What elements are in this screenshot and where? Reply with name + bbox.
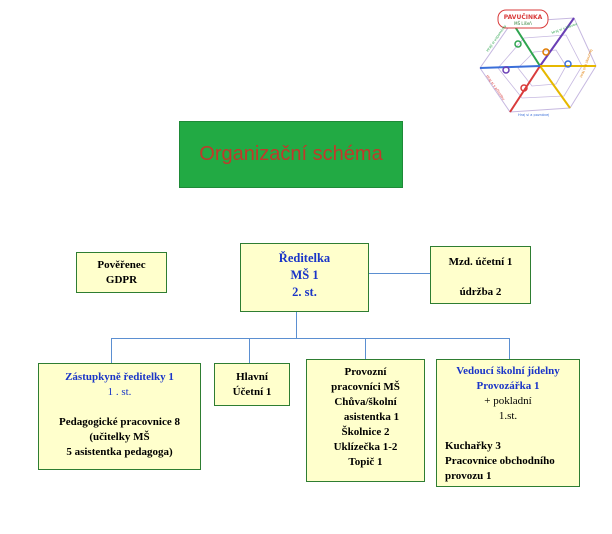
- connector-director-down: [296, 312, 297, 338]
- payroll-line-2: [431, 270, 530, 285]
- box-director: Ředitelka MŠ 1 2. st.: [240, 243, 369, 312]
- operations-line-1: Provozní: [344, 366, 387, 378]
- canteen-title: Vedoucí školní jídelny: [456, 365, 560, 377]
- logo-subtitle: MŠ Líšeň: [514, 21, 532, 26]
- canteen-subtitle: Provozářka 1: [476, 380, 540, 392]
- payroll-line-3: údržba 2: [459, 286, 502, 298]
- director-title: Ředitelka: [278, 251, 331, 265]
- box-accountant: Hlavní Účetní 1: [214, 363, 290, 406]
- connector-to-deputy: [111, 338, 112, 363]
- operations-line-2: pracovníci MŠ: [331, 381, 400, 393]
- canteen-line-1: + pokladní: [484, 395, 532, 407]
- connector-horizontal-bus: [111, 338, 509, 339]
- operations-line-3: Chůva/školní: [334, 396, 397, 408]
- canteen-staff-1: Kuchařky 3: [445, 440, 501, 452]
- box-payroll: Mzd. účetní 1 údržba 2: [430, 246, 531, 304]
- deputy-spacer: [39, 400, 200, 415]
- operations-line-7: Topič 1: [348, 456, 383, 468]
- box-deputy: Zástupkyně ředitelky 1 1 . st. Pedagogic…: [38, 363, 201, 470]
- box-operations: Provozní pracovníci MŠ Chůva/školní asis…: [306, 359, 425, 482]
- operations-line-6: Uklízečka 1-2: [333, 441, 398, 453]
- logo-label-1: Hrají si vzpomínky: [486, 24, 508, 53]
- deputy-line-3: 5 asistentka pedagoga): [66, 446, 173, 458]
- deputy-title: Zástupkyně ředitelky 1: [65, 371, 174, 383]
- operations-line-4: asistentka 1: [343, 411, 400, 423]
- director-line-3: 2. st.: [292, 285, 317, 299]
- canteen-staff-3: provozu 1: [445, 470, 492, 482]
- operations-line-5: Školnice 2: [341, 426, 390, 438]
- connector-to-canteen: [509, 338, 510, 359]
- accountant-line-1: Hlavní: [236, 371, 268, 383]
- logo-title: PAVUČINKA: [504, 14, 543, 21]
- gdpr-line-1: Pověřenec: [97, 259, 146, 271]
- connector-to-accountant: [249, 338, 250, 363]
- box-gdpr: Pověřenec GDPR: [76, 252, 167, 293]
- logo-label-4: Hraj si s přírodou: [485, 74, 505, 101]
- gdpr-line-2: GDPR: [105, 274, 138, 286]
- box-canteen: Vedoucí školní jídelny Provozářka 1 + po…: [436, 359, 580, 487]
- deputy-grade: 1 . st.: [107, 386, 132, 398]
- director-line-2: MŠ 1: [290, 268, 319, 282]
- pavucinka-logo: PAVUČINKA MŠ Líšeň Hrají si vzpomínky Hr…: [479, 9, 597, 117]
- canteen-spacer: [437, 424, 579, 439]
- deputy-line-2: (učitelky MŠ: [89, 431, 150, 443]
- chart-title: Organizační schéma: [179, 121, 403, 188]
- logo-label-5: Hraj si a poznávej: [518, 113, 549, 117]
- canteen-line-2: 1.st.: [498, 410, 518, 422]
- canteen-staff-2: Pracovnice obchodního: [445, 455, 555, 467]
- connector-director-payroll: [369, 273, 430, 274]
- deputy-line-1: Pedagogické pracovnice 8: [59, 416, 180, 428]
- connector-to-operations: [365, 338, 366, 359]
- payroll-line-1: Mzd. účetní 1: [448, 256, 513, 268]
- accountant-line-2: Účetní 1: [232, 386, 272, 398]
